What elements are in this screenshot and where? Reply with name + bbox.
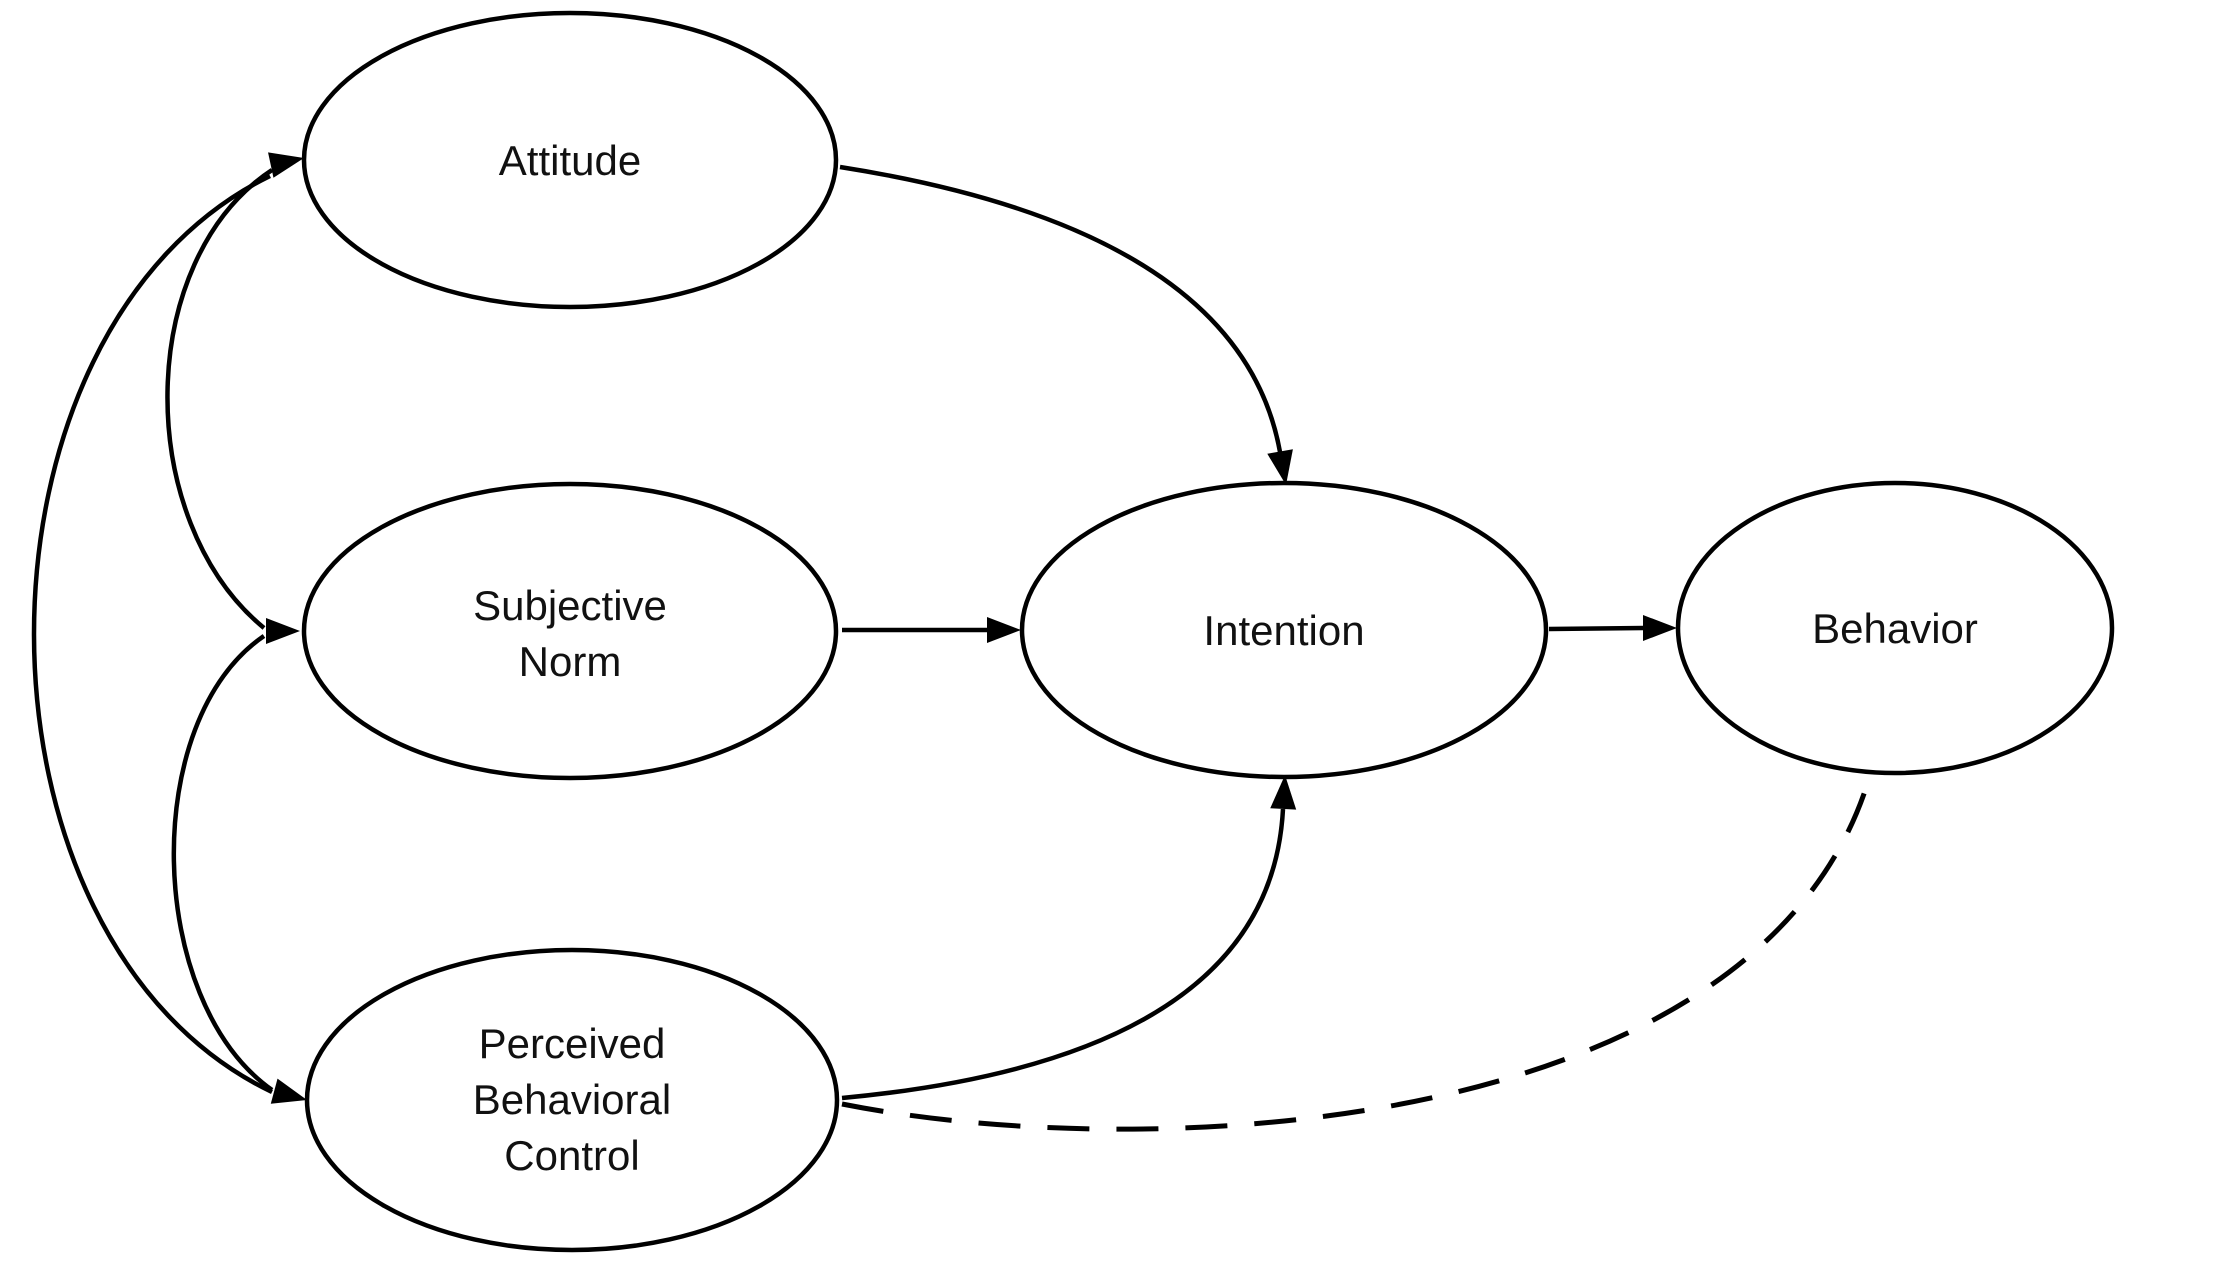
- arrowhead-intention-top: [1267, 449, 1293, 485]
- arrowhead-behavior-left: [1643, 615, 1677, 641]
- arrowhead-pbc-left: [270, 1078, 307, 1104]
- node-subjective-norm: Subjective Norm: [301, 481, 839, 781]
- behavior-ellipse: [1675, 480, 2115, 776]
- edge-subjective-norm-pbc-correlation: [171, 634, 274, 1092]
- pbc-label-line3: Control: [504, 1132, 639, 1179]
- intention-ellipse: [1019, 480, 1549, 780]
- node-attitude: Attitude: [301, 10, 839, 310]
- intention-label: Intention: [1203, 607, 1364, 654]
- attitude-ellipse: [301, 10, 839, 310]
- subjective-norm-label-line2: Norm: [519, 638, 622, 685]
- pbc-label-line1: Perceived: [479, 1020, 666, 1067]
- arrowhead-subjective-norm-left: [266, 618, 300, 644]
- node-perceived-behavioral-control: Perceived Behavioral Control: [304, 947, 840, 1253]
- subjective-norm-label-line1: Subjective: [473, 582, 667, 629]
- edge-pbc-to-behavior-dashed: [841, 787, 1869, 1132]
- subjective-norm-ellipse: [301, 481, 839, 781]
- node-behavior: Behavior: [1675, 480, 2115, 776]
- edge-attitude-subjective-norm-correlation: [165, 168, 274, 630]
- attitude-label: Attitude: [499, 137, 641, 184]
- edge-attitude-to-intention: [839, 164, 1283, 453]
- arrowhead-attitude-left: [268, 152, 304, 178]
- edge-pbc-to-intention: [841, 808, 1286, 1101]
- arrowhead-intention-left: [987, 617, 1021, 643]
- edge-attitude-pbc-correlation: [31, 173, 273, 1095]
- node-intention: Intention: [1019, 480, 1549, 780]
- behavior-label: Behavior: [1812, 605, 1978, 652]
- pbc-label-line2: Behavioral: [473, 1076, 671, 1123]
- edge-intention-to-behavior: [1548, 625, 1645, 632]
- arrowhead-intention-bottom: [1270, 775, 1297, 810]
